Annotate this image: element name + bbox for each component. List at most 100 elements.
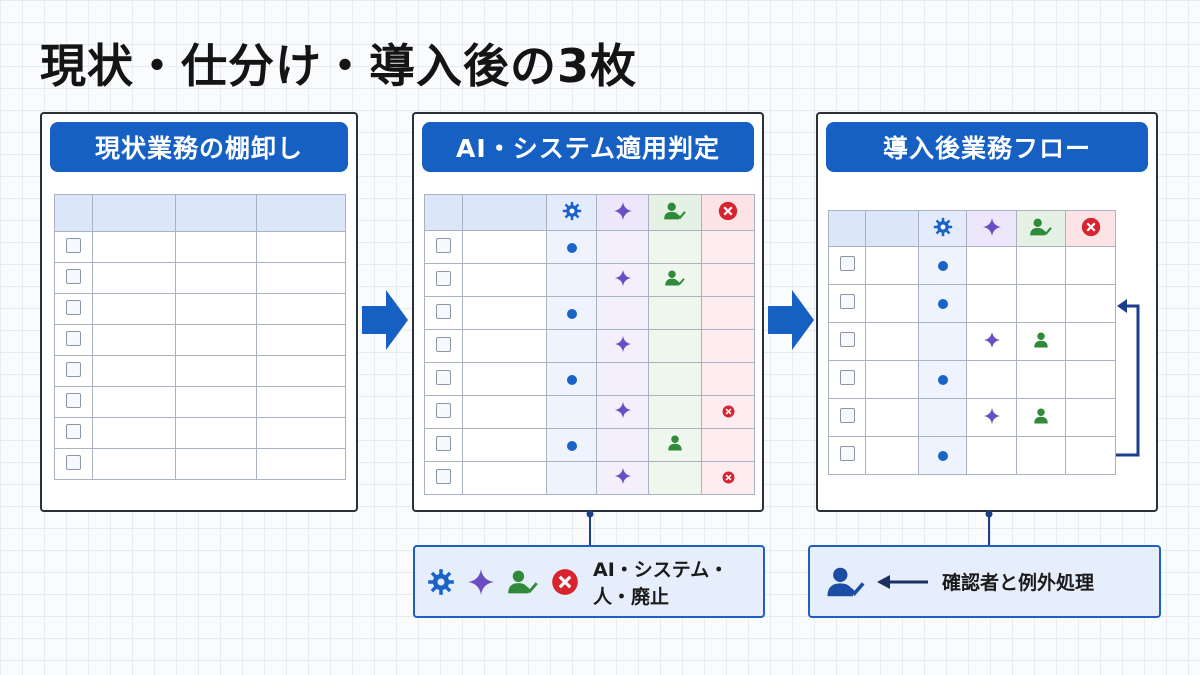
person-check-icon [1029,217,1053,237]
person-icon [1032,407,1050,425]
row-checkbox[interactable] [436,402,451,418]
table-row [54,231,346,263]
after-table [828,210,1116,475]
system-mark [937,375,948,385]
person-check-icon [663,201,687,221]
x-circle-icon [722,405,735,418]
reviewer-label: 確認者と例外処理 [942,572,1095,594]
table-row [424,230,755,264]
table-header-cell [92,194,176,232]
system-mark [566,242,577,253]
row-checkbox[interactable] [839,332,855,347]
panel-header-judge: AI・システム適用判定 [422,122,754,172]
legend-label: AI・システム・人・廃止 [593,558,729,608]
row-checkbox[interactable] [436,237,451,253]
person-check-icon [507,568,539,596]
table-row [54,293,346,325]
panel-after-flow: 導入後業務フロー [816,112,1158,512]
panel-header-current: 現状業務の棚卸し [50,122,348,172]
column-delete [701,194,755,231]
column-human [1016,210,1066,247]
table-row [424,296,755,330]
table-row [54,355,346,387]
feedback-loop-arrow-icon [1116,299,1140,457]
table-row [424,395,755,429]
panel-current-inventory: 現状業務の棚卸し [40,112,358,512]
table-row [54,448,346,480]
row-checkbox[interactable] [66,299,81,315]
table-header-cell [256,194,346,232]
table-row [424,461,755,495]
table-row [54,324,346,356]
reviewer-box: 確認者と例外処理 [808,545,1161,618]
sparkle-icon [982,217,1002,237]
row-checkbox[interactable] [66,361,81,377]
row-checkbox[interactable] [436,369,451,385]
table-row [424,428,755,462]
row-checkbox[interactable] [66,330,81,346]
row-checkbox[interactable] [436,270,451,286]
row-checkbox[interactable] [66,237,81,253]
row-checkbox[interactable] [839,408,855,423]
table-row [424,329,755,363]
table-row [828,246,1116,285]
table-header-cell [828,210,866,247]
row-checkbox[interactable] [839,294,855,309]
gear-icon [427,568,455,596]
gear-icon [933,217,953,237]
column-delete [1065,210,1116,247]
table-header-cell [54,194,93,232]
table-header-cell [865,210,919,247]
sparkle-icon [614,269,632,287]
person-icon [1032,331,1050,349]
row-checkbox[interactable] [66,268,81,284]
sparkle-icon [983,407,1001,425]
system-mark [566,374,577,385]
connector-line [985,510,993,548]
person-icon [666,434,684,452]
panel-ai-system-judge: AI・システム適用判定 [412,112,764,512]
row-checkbox[interactable] [839,446,855,461]
system-mark [937,299,948,309]
table-row [424,362,755,396]
system-mark [937,451,948,461]
column-ai [596,194,649,231]
table-header-cell [424,194,463,231]
table-row [424,263,755,297]
arrow-left-icon [876,572,928,592]
row-checkbox[interactable] [66,454,81,470]
row-checkbox[interactable] [436,468,451,484]
x-circle-icon [718,201,738,221]
row-checkbox[interactable] [66,392,81,408]
row-checkbox[interactable] [436,303,451,319]
table-row [54,262,346,294]
row-checkbox[interactable] [839,256,855,271]
column-human [648,194,702,231]
column-ai [966,210,1017,247]
sparkle-icon [467,568,495,596]
panel-header-after: 導入後業務フロー [826,122,1148,172]
gear-icon [562,201,582,221]
page-title: 現状・仕分け・導入後の3枚 [40,39,638,93]
row-checkbox[interactable] [839,370,855,385]
reviewer-person-check-icon [826,564,866,600]
system-mark [566,308,577,319]
column-system [918,210,967,247]
flow-arrow-icon [362,290,408,350]
sparkle-icon [614,335,632,353]
table-row [54,417,346,449]
row-checkbox[interactable] [436,435,451,451]
system-mark [937,261,948,271]
row-checkbox[interactable] [436,336,451,352]
table-row [828,322,1116,361]
row-checkbox[interactable] [66,423,81,439]
judge-table [424,194,755,495]
sparkle-icon [614,401,632,419]
connector-line [586,510,594,548]
flow-arrow-icon [768,290,814,350]
table-row [828,360,1116,399]
sparkle-icon [983,331,1001,349]
current-table [54,194,346,480]
x-circle-icon [1081,217,1101,237]
table-header-cell [175,194,257,232]
